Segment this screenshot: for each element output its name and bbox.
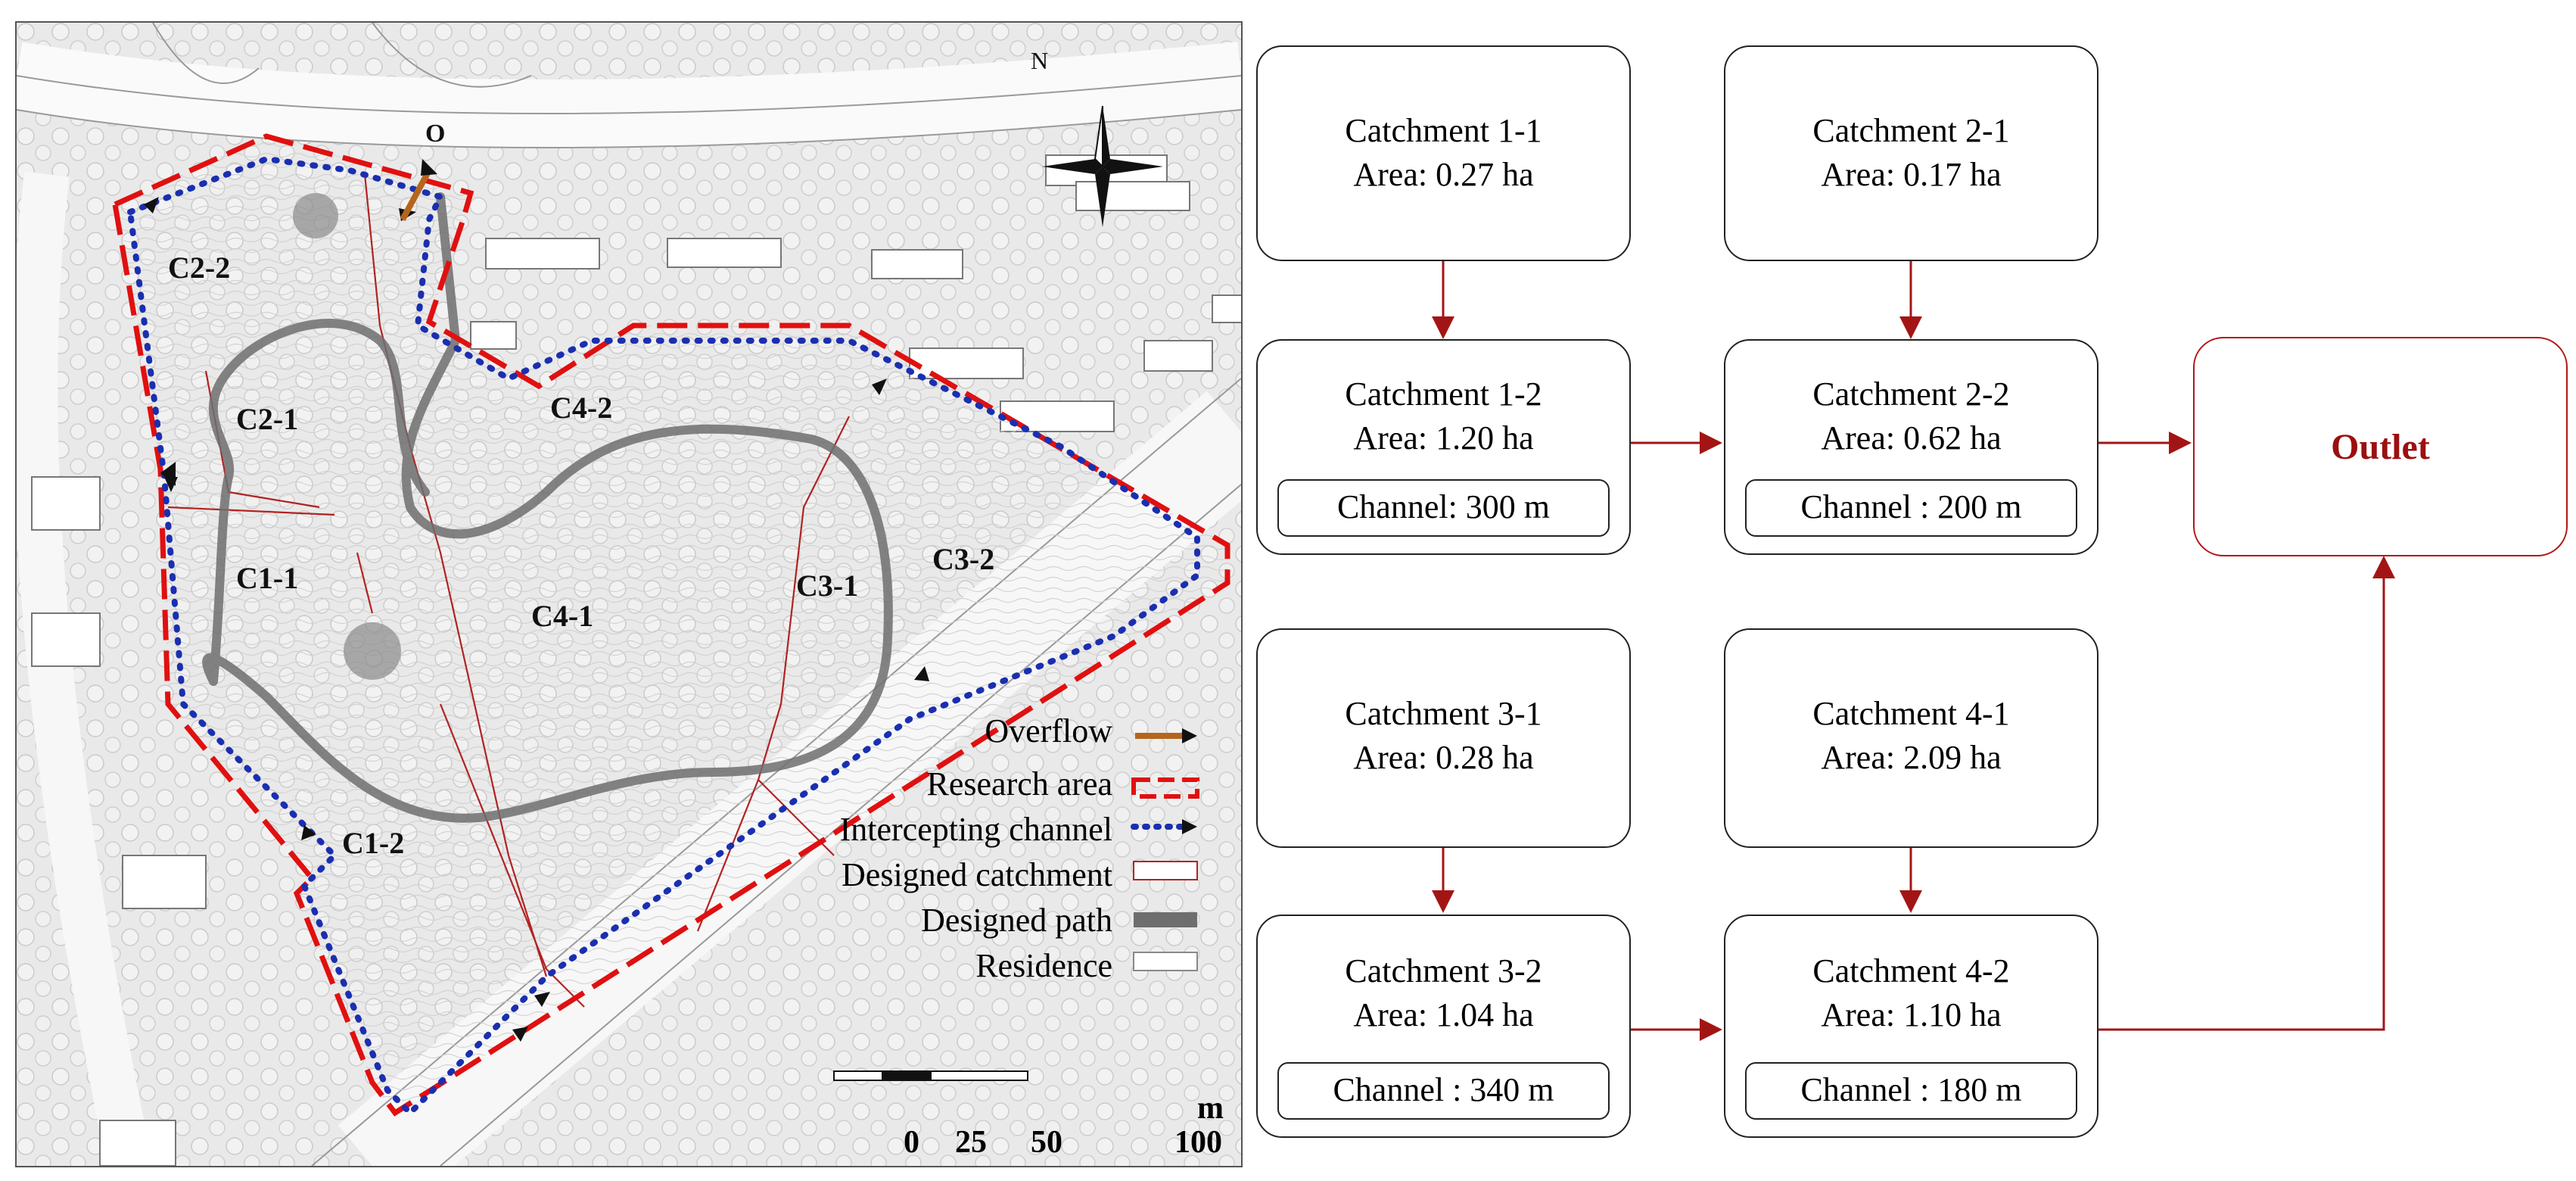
road-west (17, 171, 153, 1166)
compass-rose (1042, 105, 1163, 227)
node-area: Area: 1.10 ha (1821, 996, 2002, 1033)
node-title: Catchment 1-2 (1345, 375, 1542, 413)
node-catchment-4-2: Catchment 4-2 Area: 1.10 ha Channel : 18… (1724, 915, 2098, 1138)
catchment-label-c3-1: C3-1 (796, 569, 859, 603)
site-map-graphic (17, 23, 1241, 1166)
residence-buildings (31, 154, 1241, 1166)
catchment-label-c4-1: C4-1 (531, 599, 594, 633)
catchment-label-c1-2: C1-2 (342, 826, 405, 860)
node-title: Catchment 3-2 (1345, 952, 1542, 989)
channel-direction-arrows (144, 197, 929, 1042)
node-area: Area: 0.62 ha (1821, 419, 2002, 457)
legend-residence: Residence (975, 947, 1112, 984)
scale-tick-0: 0 (904, 1125, 919, 1160)
node-area: Area: 0.28 ha (1353, 739, 1534, 776)
node-area: Area: 2.09 ha (1821, 739, 2002, 776)
scale-tick-100: 100 (1174, 1125, 1222, 1160)
intercepting-channel (126, 155, 1200, 1117)
node-title: Catchment 4-2 (1812, 952, 2010, 989)
node-title: Catchment 4-1 (1812, 695, 2010, 732)
legend-designed-catchment: Designed catchment (842, 856, 1112, 893)
catchment-label-c1-1: C1-1 (236, 561, 299, 595)
node-area: Area: 1.20 ha (1353, 419, 1534, 457)
research-area-boundary (112, 133, 1230, 1117)
legend-intercepting-channel: Intercepting channel (839, 811, 1112, 848)
node-channel: Channel : 340 m (1277, 1062, 1610, 1120)
site-map: N O C2-2 C2-1 C1-1 C1-2 C4-2 C4-1 C3-1 C… (15, 21, 1243, 1167)
overflow-point-label: O (425, 120, 446, 148)
node-catchment-3-1: Catchment 3-1 Area: 0.28 ha (1256, 628, 1631, 848)
scale-tick-25: 25 (955, 1125, 987, 1160)
scale-tick-50: 50 (1031, 1125, 1062, 1160)
node-area: Area: 1.04 ha (1353, 996, 1534, 1033)
node-catchment-1-1: Catchment 1-1 Area: 0.27 ha (1256, 45, 1631, 261)
catchment-label-c2-1: C2-1 (236, 402, 299, 436)
catchment-label-c4-2: C4-2 (550, 391, 613, 425)
node-title: Catchment 3-1 (1345, 695, 1542, 732)
scale-unit: m (1197, 1091, 1224, 1126)
node-catchment-2-1: Catchment 2-1 Area: 0.17 ha (1724, 45, 2098, 261)
node-catchment-2-2: Catchment 2-2 Area: 0.62 ha Channel : 20… (1724, 339, 2098, 555)
node-title: Catchment 2-2 (1812, 375, 2010, 413)
node-outlet: Outlet (2193, 337, 2568, 556)
scale-bar (833, 1070, 1028, 1081)
legend-research-area: Research area (926, 765, 1112, 802)
node-catchment-4-1: Catchment 4-1 Area: 2.09 ha (1724, 628, 2098, 848)
node-area: Area: 0.27 ha (1353, 156, 1534, 193)
node-channel: Channel: 300 m (1277, 479, 1610, 537)
arrow-c4-2-to-outlet (2098, 556, 2395, 1031)
node-title: Catchment 1-1 (1345, 112, 1542, 149)
north-label: N (1031, 47, 1049, 74)
catchment-label-c3-2: C3-2 (932, 542, 995, 576)
node-channel: Channel : 200 m (1745, 479, 2077, 537)
node-catchment-3-2: Catchment 3-2 Area: 1.04 ha Channel : 34… (1256, 915, 1631, 1138)
node-channel: Channel : 180 m (1745, 1062, 2077, 1120)
overflow-arrow (400, 169, 432, 221)
node-title: Catchment 2-1 (1812, 112, 2010, 149)
legend-overflow: Overflow (985, 712, 1112, 749)
designed-path (202, 192, 893, 823)
node-area: Area: 0.17 ha (1821, 156, 2002, 193)
catchment-label-c2-2: C2-2 (168, 251, 231, 285)
legend-designed-path: Designed path (921, 902, 1112, 939)
legend-symbols (1131, 728, 1199, 971)
node-catchment-1-2: Catchment 1-2 Area: 1.20 ha Channel: 300… (1256, 339, 1631, 555)
